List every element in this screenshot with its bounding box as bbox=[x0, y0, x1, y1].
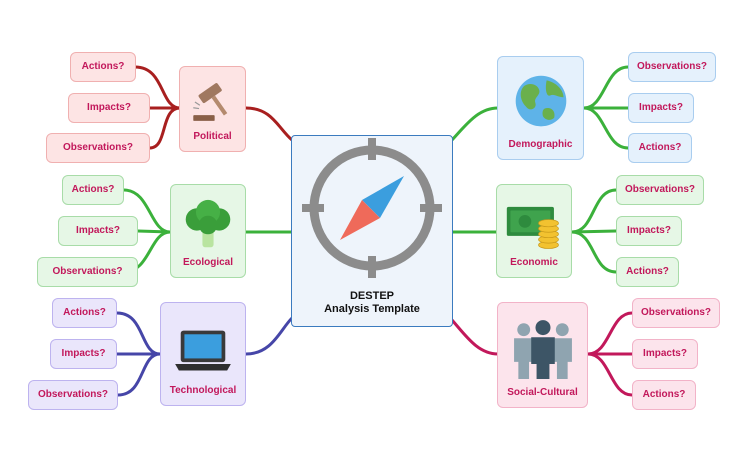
category-political[interactable]: Political bbox=[179, 66, 246, 152]
demographic-connectors bbox=[450, 65, 630, 150]
category-political-label: Political bbox=[193, 131, 232, 142]
center-title-line1: DESTEP bbox=[349, 289, 394, 302]
technological-connectors bbox=[115, 311, 294, 397]
demographic-actions[interactable]: Actions? bbox=[628, 133, 692, 163]
gavel-icon bbox=[192, 83, 227, 121]
political-actions[interactable]: Actions? bbox=[70, 52, 136, 82]
political-observations[interactable]: Observations? bbox=[46, 133, 150, 163]
people-icon bbox=[513, 320, 572, 379]
category-economic[interactable]: Economic bbox=[496, 184, 572, 278]
economic-actions[interactable]: Actions? bbox=[616, 257, 679, 287]
economic-impacts[interactable]: Impacts? bbox=[616, 216, 682, 246]
economic-observations[interactable]: Observations? bbox=[616, 175, 704, 205]
ecological-impacts[interactable]: Impacts? bbox=[58, 216, 138, 246]
broccoli-icon bbox=[185, 199, 231, 248]
money-icon bbox=[506, 206, 559, 249]
laptop-icon bbox=[175, 330, 231, 371]
category-economic-label: Economic bbox=[510, 257, 558, 268]
category-ecological-label: Ecological bbox=[182, 257, 233, 268]
social-cultural-connectors bbox=[450, 311, 634, 397]
demographic-observations[interactable]: Observations? bbox=[628, 52, 716, 82]
ecological-observations[interactable]: Observations? bbox=[37, 257, 138, 287]
category-technological[interactable]: Technological bbox=[160, 302, 246, 406]
ecological-actions[interactable]: Actions? bbox=[62, 175, 124, 205]
social-cultural-actions[interactable]: Actions? bbox=[632, 380, 696, 410]
political-impacts[interactable]: Impacts? bbox=[68, 93, 150, 123]
social-cultural-observations[interactable]: Observations? bbox=[632, 298, 720, 328]
category-social-cultural-label: Social-Cultural bbox=[507, 387, 578, 398]
center-node[interactable]: DESTEP Analysis Template bbox=[291, 135, 453, 327]
economic-connectors bbox=[450, 188, 618, 274]
technological-observations[interactable]: Observations? bbox=[28, 380, 118, 410]
demographic-impacts[interactable]: Impacts? bbox=[628, 93, 694, 123]
category-social-cultural[interactable]: Social-Cultural bbox=[497, 302, 588, 408]
social-cultural-impacts[interactable]: Impacts? bbox=[632, 339, 698, 369]
compass-icon bbox=[302, 137, 442, 278]
category-ecological[interactable]: Ecological bbox=[170, 184, 246, 278]
political-connectors bbox=[133, 65, 294, 150]
globe-icon bbox=[515, 75, 566, 127]
category-demographic[interactable]: Demographic bbox=[497, 56, 584, 160]
category-technological-label: Technological bbox=[169, 385, 237, 396]
category-demographic-label: Demographic bbox=[508, 139, 573, 150]
technological-actions[interactable]: Actions? bbox=[52, 298, 117, 328]
center-title-line2: Analysis Template bbox=[324, 302, 420, 315]
technological-impacts[interactable]: Impacts? bbox=[50, 339, 117, 369]
